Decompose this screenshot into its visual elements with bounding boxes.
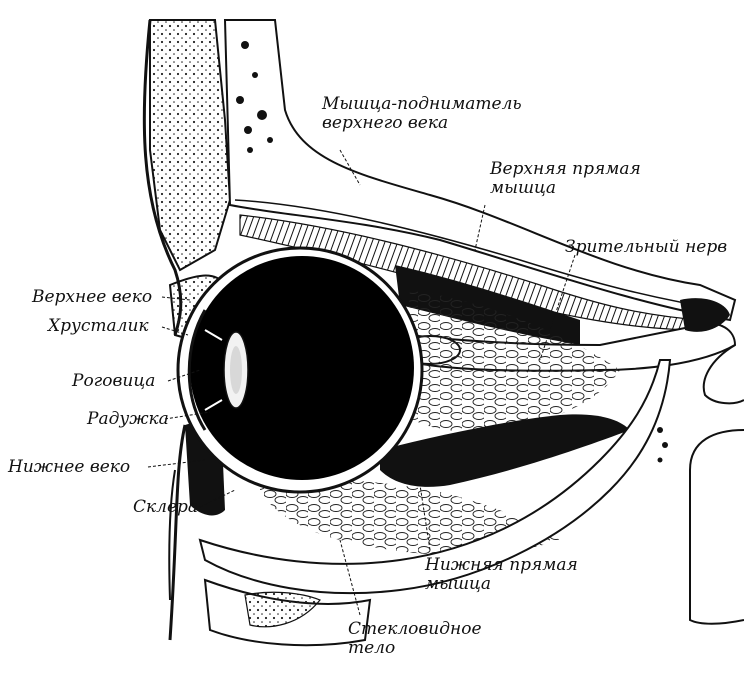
label-levator-line1: Мышца-подниматель bbox=[322, 95, 522, 114]
label-lens-line1: Хрусталик bbox=[48, 317, 149, 336]
label-lower-eyelid: Нижнее веко bbox=[8, 458, 130, 477]
nasal-cavity bbox=[690, 430, 744, 624]
label-upper-eyelid: Верхнее веко bbox=[32, 288, 152, 307]
label-vitreous: Стекловидное тело bbox=[348, 620, 482, 658]
label-sclera: Склера bbox=[133, 498, 198, 517]
label-vitreous-line1: Стекловидное bbox=[348, 620, 482, 639]
label-superior-rectus-line2: мышца bbox=[490, 179, 641, 198]
label-superior-rectus: Верхняя прямая мышца bbox=[490, 160, 641, 198]
label-upper-eyelid-line1: Верхнее веко bbox=[32, 288, 152, 307]
label-levator: Мышца-подниматель верхнего века bbox=[322, 95, 522, 133]
label-cornea-line1: Роговица bbox=[72, 372, 155, 391]
label-iris: Радужка bbox=[87, 410, 169, 429]
label-inferior-rectus-line2: мышца bbox=[425, 575, 578, 594]
label-optic-nerve-line1: Зрительный нерв bbox=[565, 238, 727, 257]
label-levator-line2: верхнего века bbox=[322, 114, 522, 133]
label-iris-line1: Радужка bbox=[87, 410, 169, 429]
label-inferior-rectus-line1: Нижняя прямая bbox=[425, 556, 578, 575]
label-superior-rectus-line1: Верхняя прямая bbox=[490, 160, 641, 179]
frontal-bone bbox=[150, 20, 230, 270]
label-lower-eyelid-line1: Нижнее веко bbox=[8, 458, 130, 477]
label-lens: Хрусталик bbox=[48, 317, 149, 336]
label-sclera-line1: Склера bbox=[133, 498, 198, 517]
label-optic-nerve: Зрительный нерв bbox=[565, 238, 727, 257]
label-vitreous-line2: тело bbox=[348, 639, 482, 658]
nasal-spots bbox=[657, 427, 668, 463]
label-inferior-rectus: Нижняя прямая мышца bbox=[425, 556, 578, 594]
skin-outline-lower bbox=[170, 425, 185, 640]
lens-core bbox=[230, 346, 242, 394]
label-cornea: Роговица bbox=[72, 372, 155, 391]
